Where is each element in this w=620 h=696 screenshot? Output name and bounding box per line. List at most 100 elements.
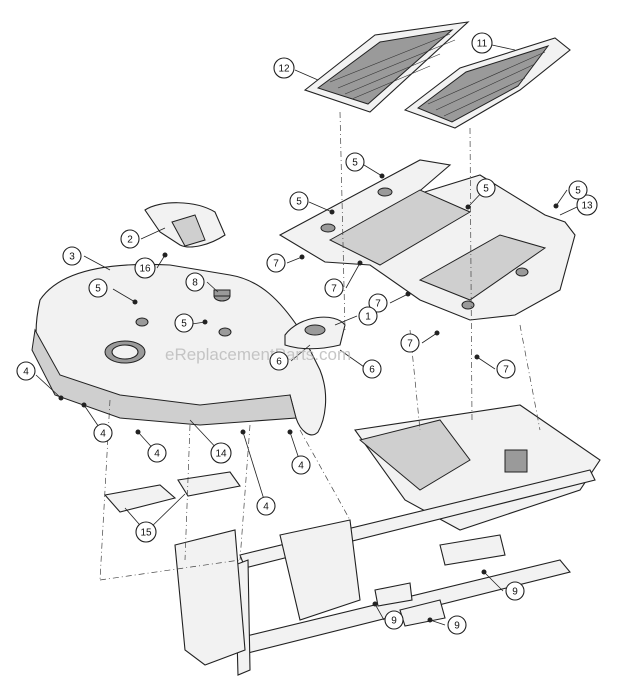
callout-number: 7 bbox=[407, 339, 413, 350]
callout-number: 11 bbox=[477, 39, 488, 50]
callout-number: 2 bbox=[127, 235, 133, 246]
callout-circle bbox=[289, 191, 309, 211]
callout-number: 5 bbox=[296, 197, 302, 208]
callout-circle bbox=[134, 257, 156, 279]
callout-circle bbox=[345, 152, 365, 172]
callout-4c: 4 bbox=[147, 443, 167, 463]
callout-circle bbox=[568, 180, 588, 200]
foot-mat-left bbox=[303, 21, 470, 113]
callout-number: 9 bbox=[512, 587, 518, 598]
footrest-panel bbox=[278, 159, 576, 321]
callout-number: 4 bbox=[263, 502, 269, 513]
callout-4e: 4 bbox=[256, 496, 276, 516]
frame-chassis bbox=[174, 404, 601, 676]
callout-circle bbox=[400, 333, 420, 353]
callout-circle bbox=[174, 313, 194, 333]
callout-circle bbox=[16, 361, 36, 381]
callout-number: 3 bbox=[69, 252, 75, 263]
callout-8: 8 bbox=[185, 272, 205, 292]
callout-number: 5 bbox=[95, 284, 101, 295]
callout-4a: 4 bbox=[16, 361, 36, 381]
callout-number: 15 bbox=[140, 528, 152, 539]
callout-number: 7 bbox=[331, 284, 337, 295]
callout-circle bbox=[147, 443, 167, 463]
shift-cover bbox=[144, 202, 226, 248]
callout-circle bbox=[368, 293, 388, 313]
callout-circle bbox=[185, 272, 205, 292]
callout-7a: 7 bbox=[266, 253, 286, 273]
callout-circle bbox=[362, 359, 382, 379]
callout-9b: 9 bbox=[384, 610, 404, 630]
callout-number: 7 bbox=[273, 259, 279, 270]
callout-11: 11 bbox=[471, 32, 493, 54]
callout-7b: 7 bbox=[324, 278, 344, 298]
callout-4d: 4 bbox=[291, 455, 311, 475]
foot-mat-right bbox=[403, 37, 571, 129]
side-panels bbox=[103, 471, 241, 513]
callout-number: 6 bbox=[276, 357, 282, 368]
callout-number: 7 bbox=[375, 299, 381, 310]
callout-5f: 5 bbox=[174, 313, 194, 333]
control-plate bbox=[284, 316, 346, 350]
callout-circle bbox=[576, 194, 598, 216]
callout-5a: 5 bbox=[345, 152, 365, 172]
callout-circle bbox=[384, 610, 404, 630]
callout-circle bbox=[88, 278, 108, 298]
callout-circle bbox=[93, 423, 113, 443]
callout-number: 5 bbox=[575, 186, 581, 197]
callout-15: 15 bbox=[135, 521, 157, 543]
callout-number: 8 bbox=[192, 278, 198, 289]
callout-number: 5 bbox=[483, 184, 489, 195]
callout-number: 4 bbox=[298, 461, 304, 472]
callout-13: 13 bbox=[576, 194, 598, 216]
callout-number: 5 bbox=[352, 158, 358, 169]
callout-14: 14 bbox=[210, 442, 232, 464]
callout-circle bbox=[266, 253, 286, 273]
callout-6b: 6 bbox=[362, 359, 382, 379]
callout-4b: 4 bbox=[93, 423, 113, 443]
callout-1: 1 bbox=[358, 306, 378, 326]
callout-number: 4 bbox=[23, 367, 29, 378]
callout-circle bbox=[358, 306, 378, 326]
callout-12: 12 bbox=[273, 57, 295, 79]
callout-circle bbox=[505, 581, 525, 601]
callout-circle bbox=[269, 351, 289, 371]
callout-circle bbox=[496, 359, 516, 379]
callout-6a: 6 bbox=[269, 351, 289, 371]
callout-number: 1 bbox=[365, 312, 371, 323]
callout-circle bbox=[447, 615, 467, 635]
callout-7e: 7 bbox=[496, 359, 516, 379]
callout-circle bbox=[476, 178, 496, 198]
callout-9a: 9 bbox=[505, 581, 525, 601]
callout-circle bbox=[324, 278, 344, 298]
callout-circle bbox=[273, 57, 295, 79]
callout-7d: 7 bbox=[400, 333, 420, 353]
callout-number: 9 bbox=[454, 621, 460, 632]
callout-number: 7 bbox=[503, 365, 509, 376]
callout-circle bbox=[291, 455, 311, 475]
callout-number: 12 bbox=[278, 64, 290, 75]
callout-circle bbox=[135, 521, 157, 543]
callout-number: 14 bbox=[215, 449, 227, 460]
bolts bbox=[58, 173, 559, 623]
callout-number: 4 bbox=[154, 449, 160, 460]
callout-number: 16 bbox=[139, 264, 151, 275]
callout-number: 6 bbox=[369, 365, 375, 376]
callout-number: 9 bbox=[391, 616, 397, 627]
callout-circle bbox=[210, 442, 232, 464]
callout-circle bbox=[62, 246, 82, 266]
fender-body bbox=[31, 263, 327, 436]
callout-circle bbox=[471, 32, 493, 54]
callout-number: 4 bbox=[100, 429, 106, 440]
callout-2: 2 bbox=[120, 229, 140, 249]
callout-number: 13 bbox=[581, 201, 593, 212]
callout-circle bbox=[120, 229, 140, 249]
callout-7c: 7 bbox=[368, 293, 388, 313]
callout-16: 16 bbox=[134, 257, 156, 279]
callout-5c: 5 bbox=[476, 178, 496, 198]
callout-number: 5 bbox=[181, 319, 187, 330]
callout-5d: 5 bbox=[568, 180, 588, 200]
callout-circle bbox=[256, 496, 276, 516]
